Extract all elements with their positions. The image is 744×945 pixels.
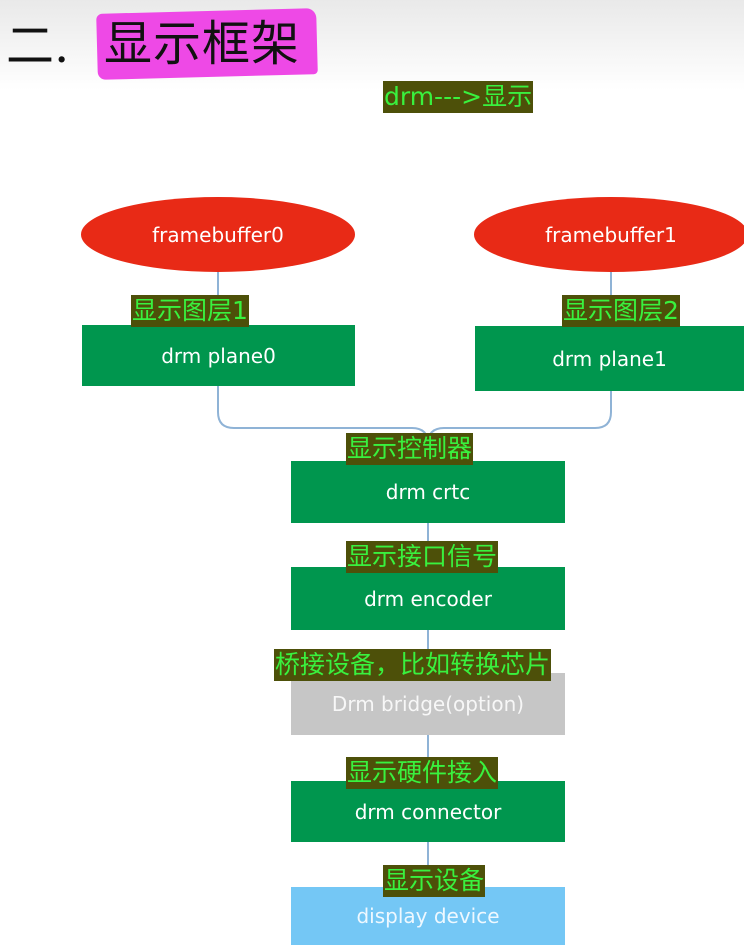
note-drm-display: drm--->显示 <box>383 81 534 113</box>
framebuffer0-label: framebuffer0 <box>152 222 284 247</box>
drm-encoder-node: drm encoder <box>291 567 565 630</box>
drm-connector-node: drm connector <box>291 781 565 842</box>
note-bridge-device: 桥接设备，比如转换芯片 <box>274 649 552 681</box>
note-hardware-interface: 显示硬件接入 <box>346 757 499 789</box>
drm-plane0-node: drm plane0 <box>82 325 355 386</box>
drm-plane1-label: drm plane1 <box>552 346 667 371</box>
heading-title: 显示框架 <box>104 16 301 72</box>
heading-number: 二. <box>6 18 70 74</box>
display-device-label: display device <box>356 904 500 928</box>
note-interface-signal: 显示接口信号 <box>346 541 499 573</box>
note-controller: 显示控制器 <box>346 433 474 465</box>
drm-encoder-label: drm encoder <box>364 586 492 611</box>
drm-bridge-label: Drm bridge(option) <box>331 692 525 716</box>
note-display-device: 显示设备 <box>383 865 486 897</box>
framebuffer0-node: framebuffer0 <box>81 197 355 272</box>
drm-crtc-node: drm crtc <box>291 461 565 523</box>
drm-crtc-label: drm crtc <box>385 480 471 504</box>
drm-plane1-node: drm plane1 <box>475 326 744 391</box>
drm-plane0-label: drm plane0 <box>161 343 276 368</box>
drm-bridge-node: Drm bridge(option) <box>291 673 565 735</box>
note-layer1: 显示图层1 <box>131 295 249 327</box>
framebuffer1-node: framebuffer1 <box>474 197 744 272</box>
drm-connector-label: drm connector <box>354 799 502 824</box>
framebuffer1-label: framebuffer1 <box>545 222 677 247</box>
note-layer2: 显示图层2 <box>562 295 680 327</box>
